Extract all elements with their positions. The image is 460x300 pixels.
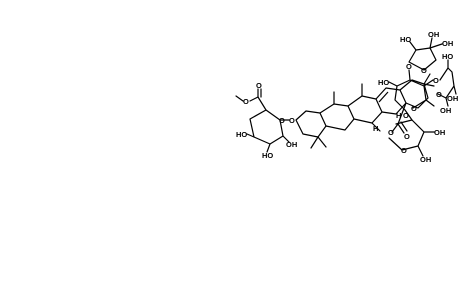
atom-o-ring-gluc: O (279, 116, 285, 125)
c4-me-2 (317, 136, 327, 148)
lower-xyl-ring (388, 119, 425, 151)
atom-ho-gluc-3: HO (262, 151, 273, 160)
xyl-ring (437, 67, 455, 99)
atom-o-ring-xyl: O (436, 90, 442, 99)
ring-a (295, 110, 327, 138)
atom-oh-xyl-4: OH (440, 106, 451, 115)
atom-labels: O O O O OH HO HO O O O OH OH O O HO O O … (236, 30, 458, 164)
rha-link (404, 109, 413, 121)
atom-oh-api-ch2: OH (442, 39, 453, 48)
gluc-c2-oh (282, 135, 290, 143)
atom-ho-xyl-2: HO (442, 52, 453, 61)
api-ch2 (429, 43, 443, 49)
atom-h-c9: H (373, 124, 378, 133)
atom-o-api-link: O (406, 62, 412, 71)
gluc-c4-ho (246, 133, 255, 138)
atom-o-xyl-link: O (433, 76, 439, 85)
api-ring (408, 47, 437, 71)
xyl-oh4 (445, 97, 449, 107)
api-oh3 (429, 37, 433, 49)
ring-b (319, 103, 355, 131)
rha-o-api (408, 69, 411, 81)
ring-c (347, 95, 383, 124)
c4-me-1 (310, 136, 319, 149)
atom-oh-lower-xyl-3: OH (420, 155, 431, 164)
atom-ho-api-2: HO (400, 35, 411, 44)
bond-methyl-o (235, 95, 244, 102)
rha-o-xyl (423, 79, 434, 87)
atom-o-carbonyl-uronate: O (256, 81, 262, 90)
atom-o-ring-lower-xyl: O (401, 146, 407, 155)
atom-h-c18: H (396, 111, 401, 120)
c12-c13-double (378, 91, 389, 103)
api-ho2 (409, 41, 417, 51)
c28-o (391, 123, 399, 133)
atom-oh-api-3: OH (428, 30, 439, 39)
c28-carbonyl-2 (400, 121, 408, 132)
atom-o-ring-rha: O (411, 104, 417, 113)
atom-ho-rha-2: HO (378, 78, 389, 87)
c28-carbonyl (397, 123, 405, 134)
rha-me (425, 99, 435, 107)
bond-network (235, 37, 457, 157)
atom-o-ester-c28: O (388, 128, 394, 137)
bond-ester-o-c6 (249, 96, 259, 102)
xyl-oh3 (453, 85, 457, 95)
lower-xyl-oh3 (417, 145, 424, 157)
atom-o-methyl-ester: O (243, 97, 249, 106)
c14-me (371, 122, 381, 132)
ring-d (375, 87, 407, 115)
c17-c28 (397, 102, 407, 125)
atom-o-rha-link: O (403, 111, 409, 120)
gluc-c3-ho (266, 143, 271, 153)
atom-ho-gluc-4: HO (236, 130, 247, 139)
rha-ho2 (388, 81, 398, 87)
atom-oh-lower-xyl-4: OH (434, 128, 445, 137)
atom-oh-gluc-2: OH (286, 140, 297, 149)
atom-o-glycosidic-c3: O (289, 116, 295, 125)
atom-o-carbonyl-c28: O (404, 132, 410, 141)
c20-me-1 (423, 73, 431, 85)
ring-e (399, 79, 429, 109)
atom-o-ring-api: O (421, 66, 427, 75)
bond-c6-c5 (257, 96, 267, 111)
atom-oh-xyl-3: OH (447, 94, 458, 103)
